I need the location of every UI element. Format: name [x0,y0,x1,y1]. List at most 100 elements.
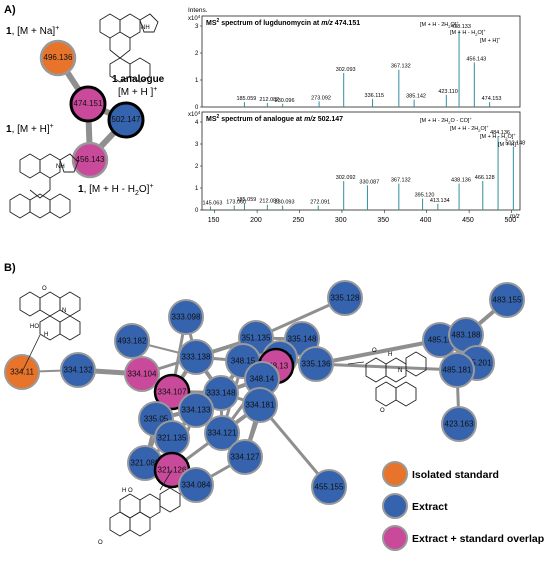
annotation-mh: 1, [M + H]+ [6,123,54,135]
network-node-n6: 333.138 [178,339,214,375]
network-node-circle [178,392,214,428]
network-node-n26: 455.155 [311,469,347,505]
x-tick-label: 150 [208,217,220,224]
network-node-n3: 334.104 [124,356,160,392]
edge-n11-n31 [314,362,459,372]
panel-b-label: B) [4,262,16,274]
network-node-n17: 334.133 [178,392,214,428]
peak-label: 330.087 [359,179,379,185]
struct-b2-o: O [372,348,377,354]
network-node-label: 348.13 [264,362,289,371]
annotation-h2o: 1, [M + H - H2O]+ [78,183,154,197]
peak-label: 395.120 [415,193,435,199]
network-node-n2: 334.132 [60,352,96,388]
network-node-circle [178,339,214,375]
spectrum-title: MS2 spectrum of lugdunomycin at m/z 474.… [206,18,360,27]
network-node-circle [298,346,334,382]
struct-b1-ho: HO [30,324,39,330]
ion-label: [M + H - 2H2O]+ [420,20,459,29]
node-na-label: 496.136 [44,53,73,62]
peak-label: 212.082 [259,97,279,103]
annotation-analogue-line2: [M + H ]+ [118,86,157,98]
peak-label: 336.115 [365,93,384,99]
peak-label: 385.142 [406,94,426,100]
structure-connectors [21,334,365,491]
node-an-circle [107,101,145,139]
network-node-circle [327,280,363,316]
legend-swatch-isolated [382,461,408,487]
network-node-label: 335.05 [144,415,169,424]
peak-label: 367.132 [391,64,411,70]
network-node-circle [178,467,214,503]
peak-label: 438.133 [451,24,471,30]
struct-b3-o2: O [98,540,103,546]
legend-label-overlap: Extract + standard overlap [412,533,544,545]
network-node-label: 333.098 [172,313,201,322]
node-h2o-label: 456.143 [76,155,105,164]
y-tick-label: 0 [195,105,199,111]
network-node-circle [60,352,96,388]
network-node-circle [203,375,239,411]
network-node-label: 348.15 [231,357,256,366]
struct-b1-n: N [62,308,66,314]
struct-b3-h: H [122,488,126,494]
network-node-n7: 335.128 [327,280,363,316]
x-tick-label: 200 [250,217,262,224]
network-node-n19: 321.135 [154,420,190,456]
x-tick-label: 500 [505,217,517,224]
peak-label: 456.143 [466,56,486,62]
ms2-spectra: Intens.MS2 spectrum of lugdunomycin at m… [188,7,525,224]
legend-item-overlap: Extract + standard overlap [382,525,544,551]
network-node-label: 334.127 [231,453,260,462]
node-mh-circle [69,85,107,123]
y-tick-label: 3 [195,142,199,148]
spectrum-title: MS2 spectrum of analogue at m/z 502.147 [206,114,343,123]
spectrum-scale: x104 [188,14,201,22]
network-node-n20: 334.121 [204,415,240,451]
legend-item-extract: Extract [382,493,448,519]
x-tick-label: 450 [462,217,474,224]
ion-label: [M + H]+ [498,140,519,148]
peak-label: 273.092 [311,95,331,101]
y-tick-label: 1 [195,186,199,192]
network-node-circle [227,439,263,475]
network-node-label: 423.163 [445,420,474,429]
network-node-circle [204,415,240,451]
peak-label: 230.093 [275,200,295,206]
node-na-circle [39,39,77,77]
node-mh-label: 474.151 [74,99,103,108]
panel-a-label: A) [4,4,16,16]
peak-label: 302.093 [336,67,356,73]
network-node-circle [168,299,204,335]
network-node-label: 333.138 [182,353,211,362]
x-tick-label: 300 [335,217,347,224]
legend: Isolated standard Extract Extract + stan… [382,461,544,551]
node-an: 502.147 [107,101,145,139]
structure-bottom-left [9,153,79,219]
x-tick-label: 350 [377,217,389,224]
legend-swatch-extract [382,493,408,519]
network-node-circle [114,323,150,359]
peak-label: 413.134 [430,198,450,204]
network-node-label: 334.133 [182,406,211,415]
network-node-circle [489,282,525,318]
struct-b2-h: H [388,352,392,358]
network-node-n4: 493.182 [114,323,150,359]
peak-label: 212.080 [259,199,279,205]
ion-label: [M + H]+ [480,36,501,44]
struct-b1-h: H [44,332,48,338]
network-node-n5: 333.098 [168,299,204,335]
spectrum-lugdunomycin: MS2 spectrum of lugdunomycin at m/z 474.… [188,14,521,111]
peak-label: 173.060 [226,200,246,206]
ion-label: [M + H - H2O]+ [450,28,486,37]
peak-label: 185.059 [236,197,256,203]
struct-label-nh-bottom: NH [56,164,65,170]
peak-label: 502.148 [505,141,525,147]
y-tick-label: 3 [195,24,199,30]
network-node-circle [441,406,477,442]
struct-label-nh-top: NH [141,25,150,31]
network-node-label: 334.107 [158,388,187,397]
spectrum-scale: x104 [188,110,201,118]
peak-label: 145.063 [203,200,223,206]
network-node-n32: 423.163 [441,406,477,442]
